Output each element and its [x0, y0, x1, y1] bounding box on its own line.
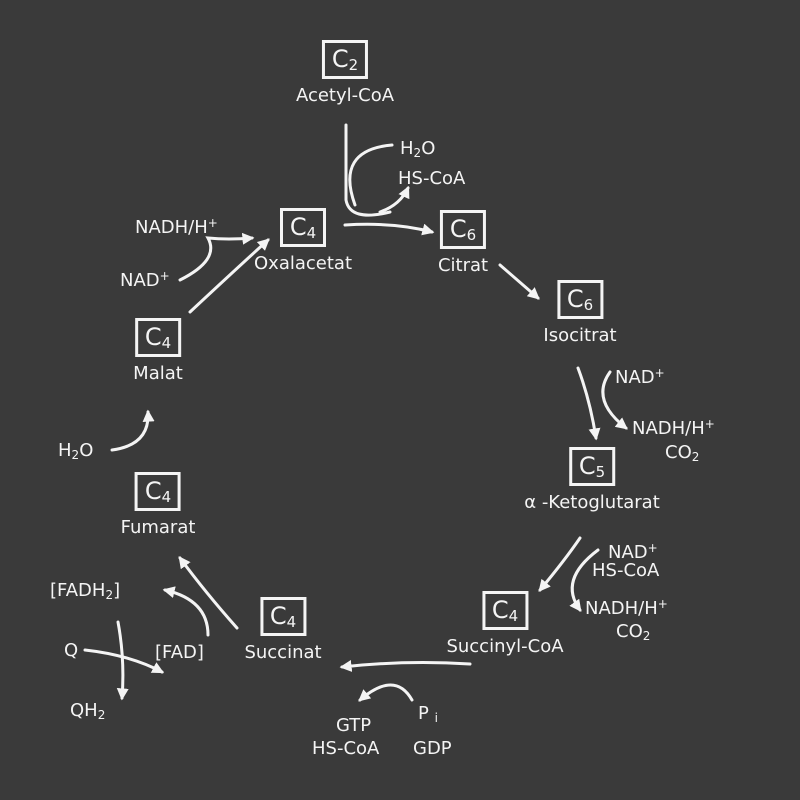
carbon-box: C4	[280, 208, 326, 247]
label-pi: P i	[418, 703, 438, 725]
node-name: Succinat	[244, 642, 322, 663]
label-nad-3: NAD+	[120, 269, 170, 291]
carbon-box: C4	[135, 472, 181, 511]
label-fad: [FAD]	[155, 642, 204, 663]
arrow-malat-oxalacetat	[188, 238, 270, 314]
arrow-gdp-gtp-arc	[358, 683, 414, 702]
label-nad-2: NAD+	[608, 541, 658, 563]
label-qh2: QH2	[70, 700, 106, 722]
carbon-box: C5	[568, 447, 615, 486]
label-hscoa-2: HS-CoA	[592, 560, 660, 581]
node-citrat: C6 Citrat	[438, 210, 488, 276]
carbon-box: C4	[260, 597, 306, 636]
node-succinylcoa: C4 Succinyl-CoA	[446, 591, 564, 657]
label-co2-2: CO2	[616, 621, 651, 643]
arrow-citrat-isocitrat	[498, 263, 540, 300]
arrow-q-fad-arc	[83, 648, 165, 674]
label-nad-1: NAD+	[615, 366, 665, 388]
arrow-h2o-hscoa-arc	[348, 143, 408, 214]
arrow-isocitrat-ketoglutarat	[576, 366, 601, 441]
label-fadh2: [FADH2]	[50, 580, 121, 602]
node-acetylcoa: C2 Acetyl-CoA	[296, 40, 394, 106]
node-name: Acetyl-CoA	[295, 85, 395, 106]
node-oxalacetat: C4 Oxalacetat	[254, 208, 352, 274]
arrow-succinat-fumarat	[178, 556, 239, 630]
node-ketoglutarat: C5 α -Ketoglutarat	[524, 447, 660, 513]
carbon-box: C6	[440, 210, 486, 249]
label-h2o-2: H2O	[58, 440, 94, 462]
arrow-nad2-side	[569, 548, 600, 612]
node-name: Citrat	[437, 255, 489, 276]
carbon-box: C4	[135, 318, 181, 357]
arrow-oxalacetat-citrat	[343, 222, 435, 236]
carbon-box: C4	[482, 591, 528, 630]
label-gdp: GDP	[413, 738, 452, 759]
label-q: Q	[64, 640, 79, 661]
label-hscoa-1: HS-CoA	[398, 168, 466, 189]
label-hscoa-3: HS-CoA	[312, 738, 380, 759]
label-nadh-1: NADH/H+	[632, 417, 715, 439]
node-name: Succinyl-CoA	[446, 636, 564, 657]
node-name: Malat	[133, 363, 183, 384]
carbon-box: C6	[557, 280, 603, 319]
node-name: Fumarat	[120, 517, 196, 538]
label-nadh-2: NADH/H+	[585, 597, 668, 619]
arrow-succinylcoa-succinat	[339, 659, 472, 672]
label-gtp: GTP	[336, 715, 372, 736]
arrow-nad3-side	[178, 232, 255, 282]
arrow-fad-fadh2-arc	[162, 586, 210, 637]
arrow-fumarat-malat	[110, 409, 155, 452]
node-fumarat: C4 Fumarat	[120, 472, 196, 538]
label-h2o-1: H2O	[400, 138, 436, 160]
node-isocitrat: C6 Isocitrat	[543, 280, 617, 346]
carbon-box: C2	[321, 40, 368, 79]
label-co2-1: CO2	[665, 442, 700, 464]
node-succinat: C4 Succinat	[244, 597, 322, 663]
node-name: Oxalacetat	[254, 253, 352, 274]
node-name: Isocitrat	[543, 325, 617, 346]
node-name: α -Ketoglutarat	[524, 492, 660, 513]
arrow-acetylcoa-in	[344, 123, 392, 217]
label-nadh-3: NADH/H+	[135, 216, 218, 238]
arrow-nad1-side	[601, 370, 628, 430]
arrow-ketoglutarat-succinylcoa	[538, 536, 582, 592]
node-malat: C4 Malat	[133, 318, 183, 384]
arrow-q-qh2-arc	[116, 620, 129, 701]
